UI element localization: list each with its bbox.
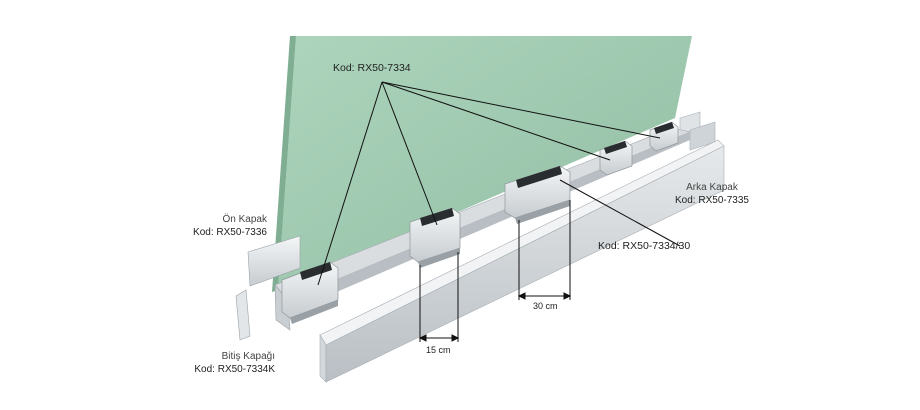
bitis-kapagi-title: Bitiş Kapağı: [221, 351, 275, 362]
on-kapak-title: Ön Kapak: [222, 214, 267, 225]
base-rail: [274, 127, 691, 331]
end-cap: [235, 289, 251, 341]
clamp-code-text: Kod: RX50-7334/30: [598, 240, 691, 252]
on-kapak-code: Kod: RX50-7336: [193, 227, 267, 238]
clamp-5: [649, 121, 679, 152]
bitis-kapagi-label: Bitiş Kapağı Kod: RX50-7334K: [185, 350, 275, 376]
dimension-15cm-label: 15 cm: [426, 344, 451, 357]
dimension-30cm-label: 30 cm: [533, 300, 558, 313]
clamp-3: [504, 165, 571, 224]
front-cover-profile: [319, 139, 725, 383]
dimension-30cm: [517, 200, 572, 300]
arka-kapak-code: Kod: RX50-7335: [675, 195, 749, 206]
bitis-kapagi-code: Kod: RX50-7334K: [194, 364, 275, 375]
clamp-2: [409, 207, 461, 268]
arka-kapak-label: Arka Kapak Kod: RX50-7335: [662, 181, 762, 207]
top-code-label: Kod: RX50-7334: [333, 62, 411, 75]
arka-kapak-title: Arka Kapak: [686, 182, 738, 193]
dimension-15cm-text: 15 cm: [426, 345, 451, 355]
top-code-text: Kod: RX50-7334: [333, 62, 411, 74]
glass-panel: [272, 36, 692, 292]
clamp-4: [599, 140, 633, 176]
dimension-15cm: [418, 252, 460, 342]
on-kapak-label: Ön Kapak Kod: RX50-7336: [175, 213, 267, 239]
clamp-code-label: Kod: RX50-7334/30: [598, 240, 690, 253]
leader-line-clamp-code: [559, 179, 681, 247]
leader-lines-top-code: [317, 81, 661, 286]
front-cover-side-piece: [247, 235, 301, 287]
dimension-30cm-text: 30 cm: [533, 301, 558, 311]
